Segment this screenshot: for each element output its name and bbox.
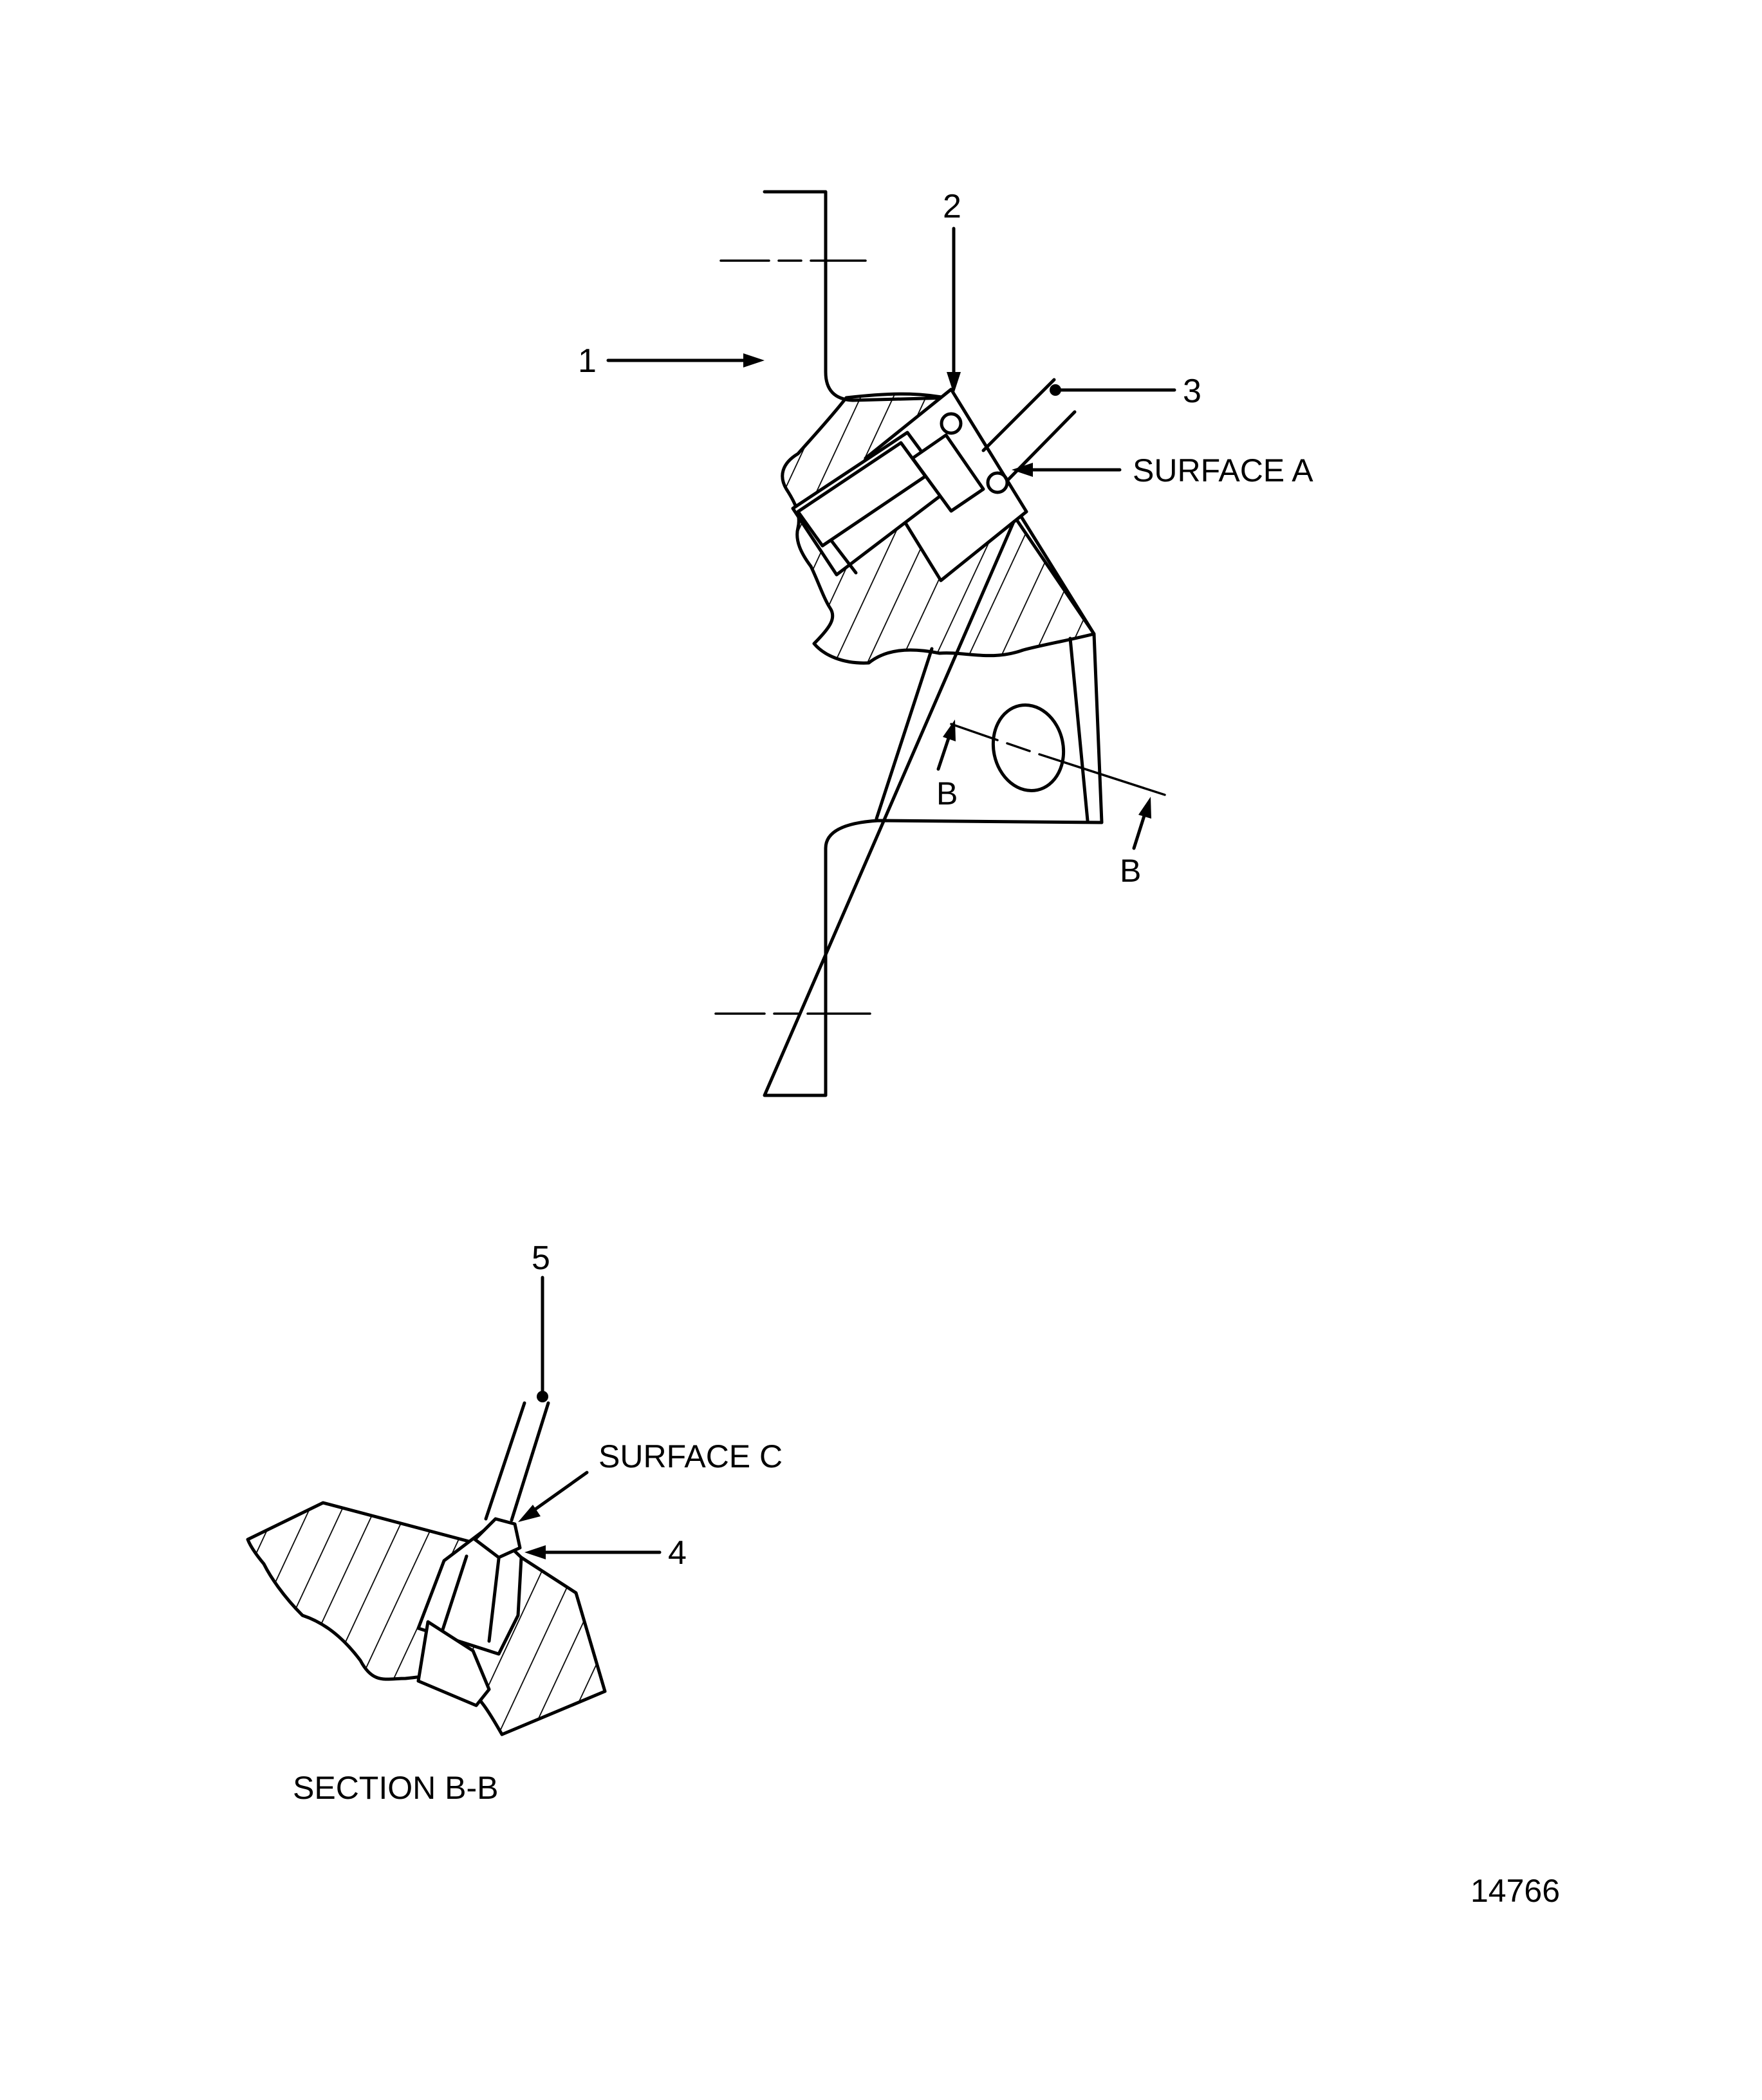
- section-b-b-view: 5 SURFACE C 4 SECTION B-B: [246, 1240, 783, 1806]
- flange-centerlines: [714, 259, 871, 1015]
- section-line-b-b: [950, 723, 1166, 796]
- callout-4: 4: [668, 1534, 687, 1572]
- section-arrow-b-right: [1132, 797, 1151, 850]
- probe-5: [484, 1401, 550, 1522]
- leader-surface-c: [518, 1471, 589, 1522]
- section-b-b-title: SECTION B-B: [293, 1770, 498, 1806]
- lube-fitting-hole-2: [986, 471, 1009, 494]
- figure-number: 14766: [1470, 1873, 1560, 1909]
- lightening-hole: [991, 703, 1066, 792]
- surface-c-label: SURFACE C: [598, 1438, 783, 1474]
- callout-2: 2: [943, 188, 961, 225]
- leader-1: [606, 353, 765, 367]
- section-fitting-insert: [416, 1620, 491, 1707]
- bushing-collar: [911, 433, 985, 513]
- callout-3: 3: [1183, 373, 1201, 410]
- section-mark-b-left: B: [936, 776, 958, 812]
- section-fitting: [416, 1517, 523, 1707]
- bushing-assembly: [791, 387, 1028, 582]
- section-fitting-edge-1: [441, 1554, 468, 1631]
- surface-a-label: SURFACE A: [1133, 452, 1313, 488]
- callout-5: 5: [532, 1240, 550, 1277]
- section-arrow-b-left: [936, 720, 956, 771]
- section-mark-b-right: B: [1120, 853, 1141, 889]
- upper-view: 1 2 3 SURFACE A B B: [578, 188, 1313, 1097]
- bracket-outline: [763, 190, 1104, 1097]
- bracket-web: [875, 637, 1090, 822]
- section-fitting-cap: [473, 1517, 522, 1559]
- section-fitting-edge-2: [487, 1557, 501, 1643]
- leader-surface-a: [1012, 463, 1122, 477]
- leader-2: [947, 227, 961, 394]
- callout-1: 1: [578, 342, 597, 380]
- leader-4: [524, 1545, 662, 1559]
- probe-3-dot: [1050, 384, 1061, 396]
- lube-fitting-hole-1: [940, 412, 963, 435]
